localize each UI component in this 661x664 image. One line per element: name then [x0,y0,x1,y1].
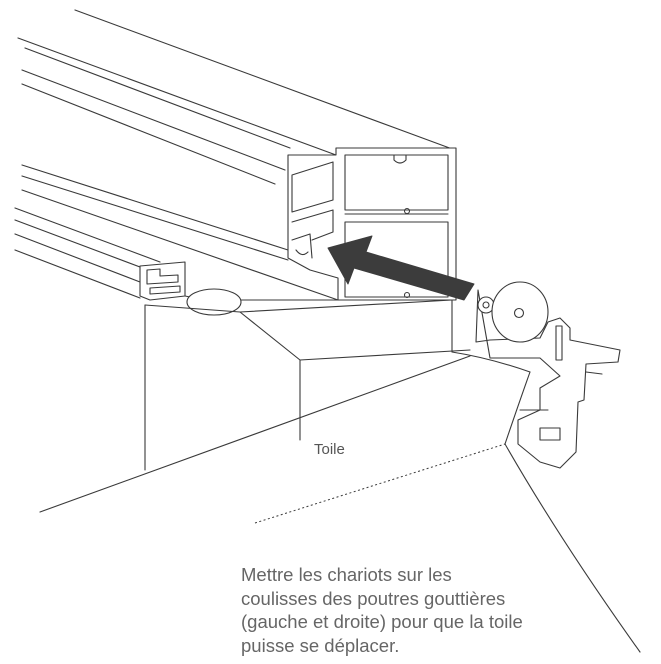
cassette-box [39,299,471,513]
instruction-line: (gauche et droite) pour que la toile [241,611,523,632]
side-bracket [475,289,621,469]
instruction-line: Mettre les chariots sur les [241,564,452,585]
slide-rail [14,207,186,301]
gutter-beam [17,9,456,301]
instruction-line: puisse se déplacer. [241,634,400,656]
instruction-line: coulisses des poutres gouttières [241,587,506,609]
instruction-text: Mettre les chariots sur les coulisses de… [241,563,641,657]
fabric-label: Toile [314,441,345,458]
pulley-wheel [491,281,549,343]
trolley [184,288,339,316]
insert-arrow [327,235,475,301]
fabric-roll [254,351,641,653]
